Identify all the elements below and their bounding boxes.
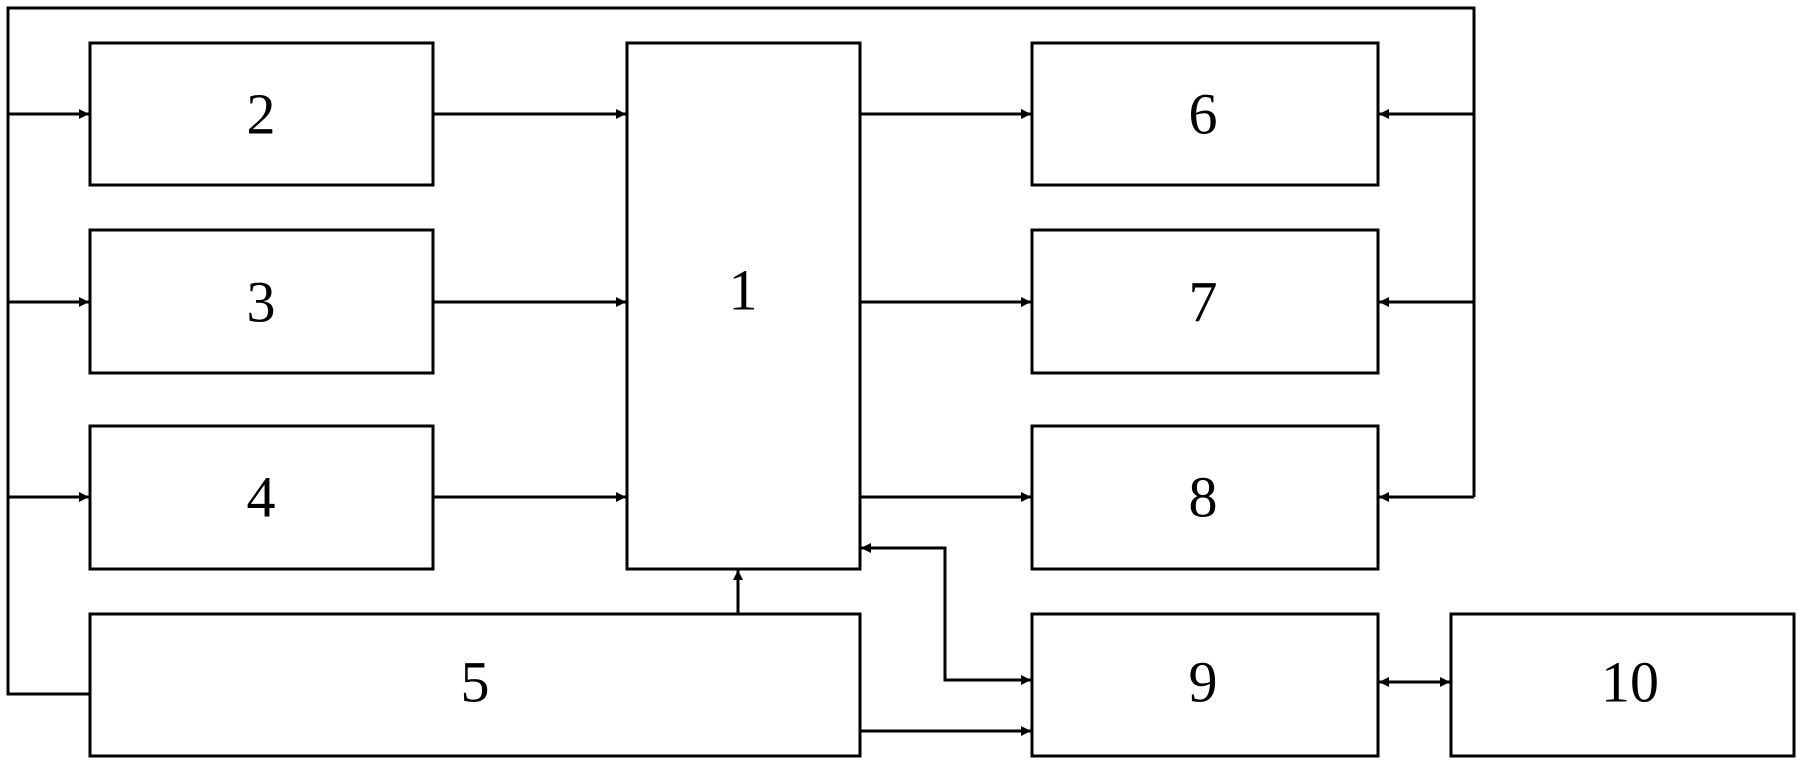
block-10-label: 10	[1601, 650, 1659, 715]
blocks: 1 2 3 4 5 6 7 8	[88, 41, 1796, 758]
block-8-label: 8	[1189, 465, 1218, 530]
block-8: 8	[1030, 424, 1380, 571]
block-9: 9	[1030, 612, 1380, 758]
block-3-label: 3	[247, 270, 276, 335]
block-7-label: 7	[1189, 270, 1218, 335]
block-5-label: 5	[461, 650, 490, 715]
block-9-label: 9	[1189, 650, 1218, 715]
arrow-1-to-9-bidirectional	[861, 543, 1031, 685]
block-2-label: 2	[247, 82, 276, 147]
block-6: 6	[1030, 41, 1380, 187]
block-5: 5	[88, 612, 862, 758]
connectors	[6, 6, 1476, 736]
block-3: 3	[88, 228, 435, 375]
block-1-label: 1	[729, 258, 758, 323]
block-2: 2	[88, 41, 435, 187]
block-4-label: 4	[247, 465, 276, 530]
block-1: 1	[625, 41, 862, 571]
block-7: 7	[1030, 228, 1380, 375]
block-4: 4	[88, 424, 435, 571]
block-10: 10	[1449, 612, 1796, 758]
block-6-label: 6	[1189, 82, 1218, 147]
power-bus-left	[6, 6, 1476, 696]
